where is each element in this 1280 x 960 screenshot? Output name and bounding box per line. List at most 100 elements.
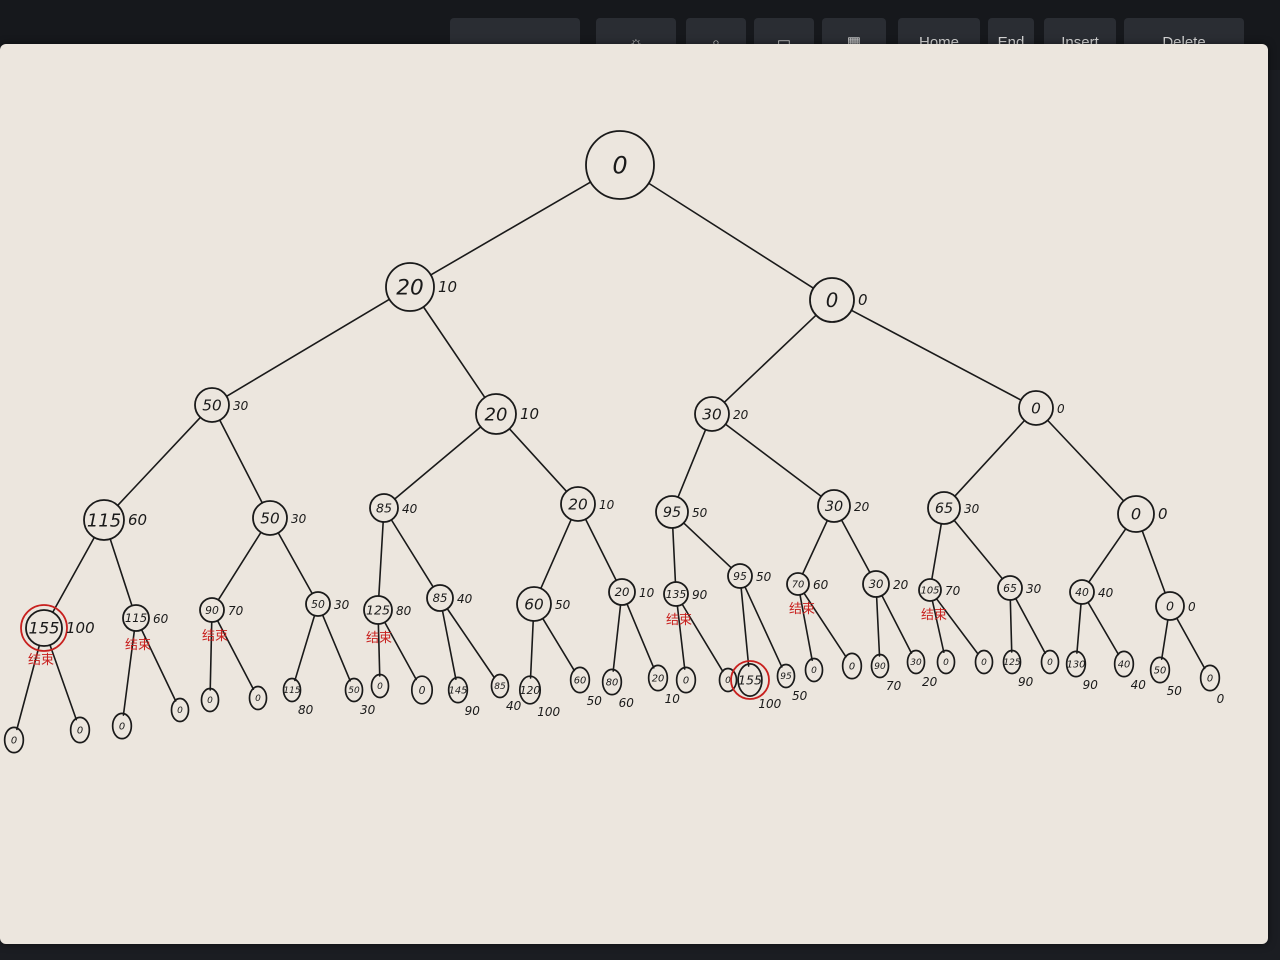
tree-node: 0 xyxy=(410,675,434,705)
node-weight: 20 xyxy=(893,578,909,592)
node-weight: 0 xyxy=(1158,505,1168,523)
node-circle xyxy=(585,130,655,200)
node-weight: 30 xyxy=(964,502,980,516)
tree-edge xyxy=(676,605,686,670)
node-weight: 30 xyxy=(233,399,249,413)
node-weight: 10 xyxy=(520,405,539,423)
tree-edge xyxy=(540,518,572,590)
tree-edge xyxy=(671,527,677,583)
node-value: 95 xyxy=(780,672,792,682)
tree-edge xyxy=(1087,601,1120,656)
node-value: 50 xyxy=(311,598,325,611)
node-value: 30 xyxy=(910,658,922,668)
tree-node: 0 xyxy=(936,649,956,675)
tree-edge xyxy=(542,617,576,672)
node-circle xyxy=(282,677,302,703)
node-circle xyxy=(1149,656,1171,684)
node-weight: 30 xyxy=(1026,582,1042,596)
node-weight: 70 xyxy=(945,584,961,598)
node-value: 0 xyxy=(1047,658,1053,668)
search-icon: ⌕ xyxy=(711,33,721,51)
node-circle xyxy=(675,666,697,694)
node-value: 105 xyxy=(921,585,940,596)
node-value: 0 xyxy=(725,676,731,686)
node-circle xyxy=(737,663,763,697)
node-circle xyxy=(862,570,890,598)
node-circle xyxy=(776,663,796,689)
node-value: 0 xyxy=(826,289,839,312)
node-weight: 80 xyxy=(298,703,314,717)
node-weight: 50 xyxy=(1167,684,1183,698)
node-circle xyxy=(25,609,63,647)
node-weight: 30 xyxy=(360,703,376,717)
node-circle xyxy=(809,277,855,323)
node-weight: 20 xyxy=(733,408,749,422)
tree-edge xyxy=(931,522,943,580)
node-value: 0 xyxy=(849,661,855,672)
tree-node: 0 xyxy=(675,666,697,694)
node-value: 60 xyxy=(524,595,543,613)
node-weight: 100 xyxy=(66,619,95,637)
tree-node: 0 xyxy=(69,716,91,744)
tree-node: 30 20 xyxy=(862,570,909,598)
node-circle xyxy=(647,664,669,692)
node-value: 80 xyxy=(606,677,619,688)
node-weight: 40 xyxy=(1098,586,1114,600)
node-weight: 70 xyxy=(886,679,902,693)
node-weight: 100 xyxy=(758,697,781,711)
tree-edge xyxy=(508,427,568,493)
node-weight: 60 xyxy=(813,578,829,592)
tree-edge xyxy=(954,419,1026,498)
tree-edge xyxy=(1141,530,1166,594)
node-value: 120 xyxy=(520,684,541,697)
node-circle xyxy=(69,716,91,744)
node-circle xyxy=(1018,390,1054,426)
node-circle xyxy=(447,676,469,704)
tree-edge xyxy=(49,644,78,721)
node-circle xyxy=(1199,664,1221,692)
node-value: 30 xyxy=(869,577,884,591)
node-value: 90 xyxy=(205,604,219,617)
tree-edge xyxy=(446,607,496,679)
node-circle xyxy=(1155,591,1185,621)
end-note: 结束 xyxy=(202,629,228,644)
node-value: 20 xyxy=(652,673,665,684)
node-circle xyxy=(426,584,454,612)
tree-node: 0 xyxy=(170,697,190,723)
tree-edge xyxy=(744,586,783,668)
node-weight: 20 xyxy=(922,675,938,689)
tree-edge xyxy=(626,603,655,669)
node-value: 95 xyxy=(663,505,681,521)
node-circle xyxy=(516,586,552,622)
tree-edge xyxy=(935,597,979,655)
node-value: 65 xyxy=(935,501,953,517)
tree-node: 0 xyxy=(804,657,824,683)
node-circle xyxy=(410,675,434,705)
node-circle xyxy=(918,578,942,602)
node-circle xyxy=(655,495,689,529)
node-circle xyxy=(199,597,225,623)
node-circle xyxy=(248,685,268,711)
node-value: 30 xyxy=(702,405,721,423)
node-value: 0 xyxy=(981,658,987,668)
node-value: 125 xyxy=(366,602,390,617)
node-weight: 70 xyxy=(228,604,244,618)
tree-edge xyxy=(216,619,255,690)
tree-edge xyxy=(681,603,724,673)
